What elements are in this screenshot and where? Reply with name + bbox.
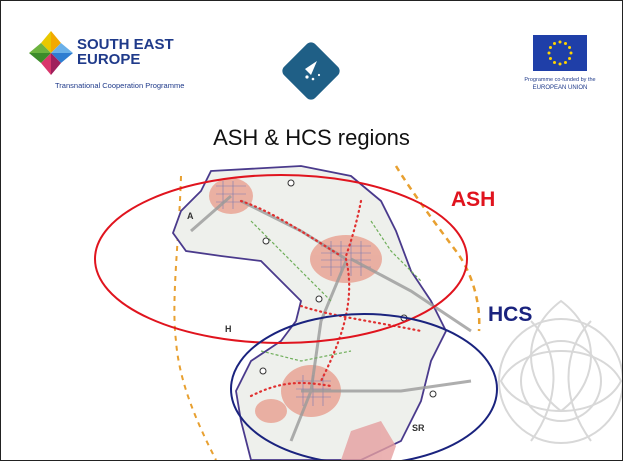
eu-star (558, 40, 562, 44)
country-area (171, 165, 448, 460)
eu-star (564, 61, 567, 65)
development-axes (239, 199, 423, 398)
decorative-watermark (498, 299, 622, 444)
eu-name-text: EUROPEAN UNION (532, 85, 588, 91)
eu-star (553, 41, 556, 45)
programme-name: SOUTH EAST EUROPE (77, 37, 174, 67)
slide-title: ASH & HCS regions (213, 125, 410, 150)
region-label-hcs: HCS (488, 303, 533, 326)
compass-diamond-icon (282, 42, 340, 100)
eu-flag-icon (533, 35, 587, 71)
programme-line-1: SOUTH EAST (77, 36, 174, 53)
eu-star (568, 57, 572, 60)
programme-subtitle: Transnational Cooperation Programme (55, 81, 185, 90)
hcs-region-boundary (230, 313, 498, 460)
project-logo (277, 37, 345, 105)
eu-star (548, 57, 552, 60)
eu-star (553, 61, 556, 65)
secondary-links (250, 220, 422, 362)
programme-flower-icon (29, 31, 73, 75)
eu-star (569, 51, 573, 55)
map-frame-line (394, 165, 481, 332)
transport-corridors (190, 194, 472, 442)
region-label-ash: ASH (451, 188, 496, 211)
ash-region-boundary (94, 174, 468, 344)
eu-cofunded-text: Programme co-funded by the (524, 77, 596, 83)
country-label-sr: SR (412, 423, 425, 433)
eu-star (548, 46, 552, 49)
eu-star (568, 46, 572, 49)
programme-logo: SOUTH EAST EUROPE Transnational Cooperat… (27, 29, 197, 95)
eu-star (558, 62, 562, 66)
eu-star (547, 51, 551, 55)
eu-logo: Programme co-funded by the EUROPEAN UNIO… (521, 31, 621, 107)
programme-line-2: EUROPE (77, 51, 141, 68)
eu-star (564, 41, 567, 45)
country-label-a: A (187, 211, 194, 221)
country-label-h: H (225, 324, 232, 334)
